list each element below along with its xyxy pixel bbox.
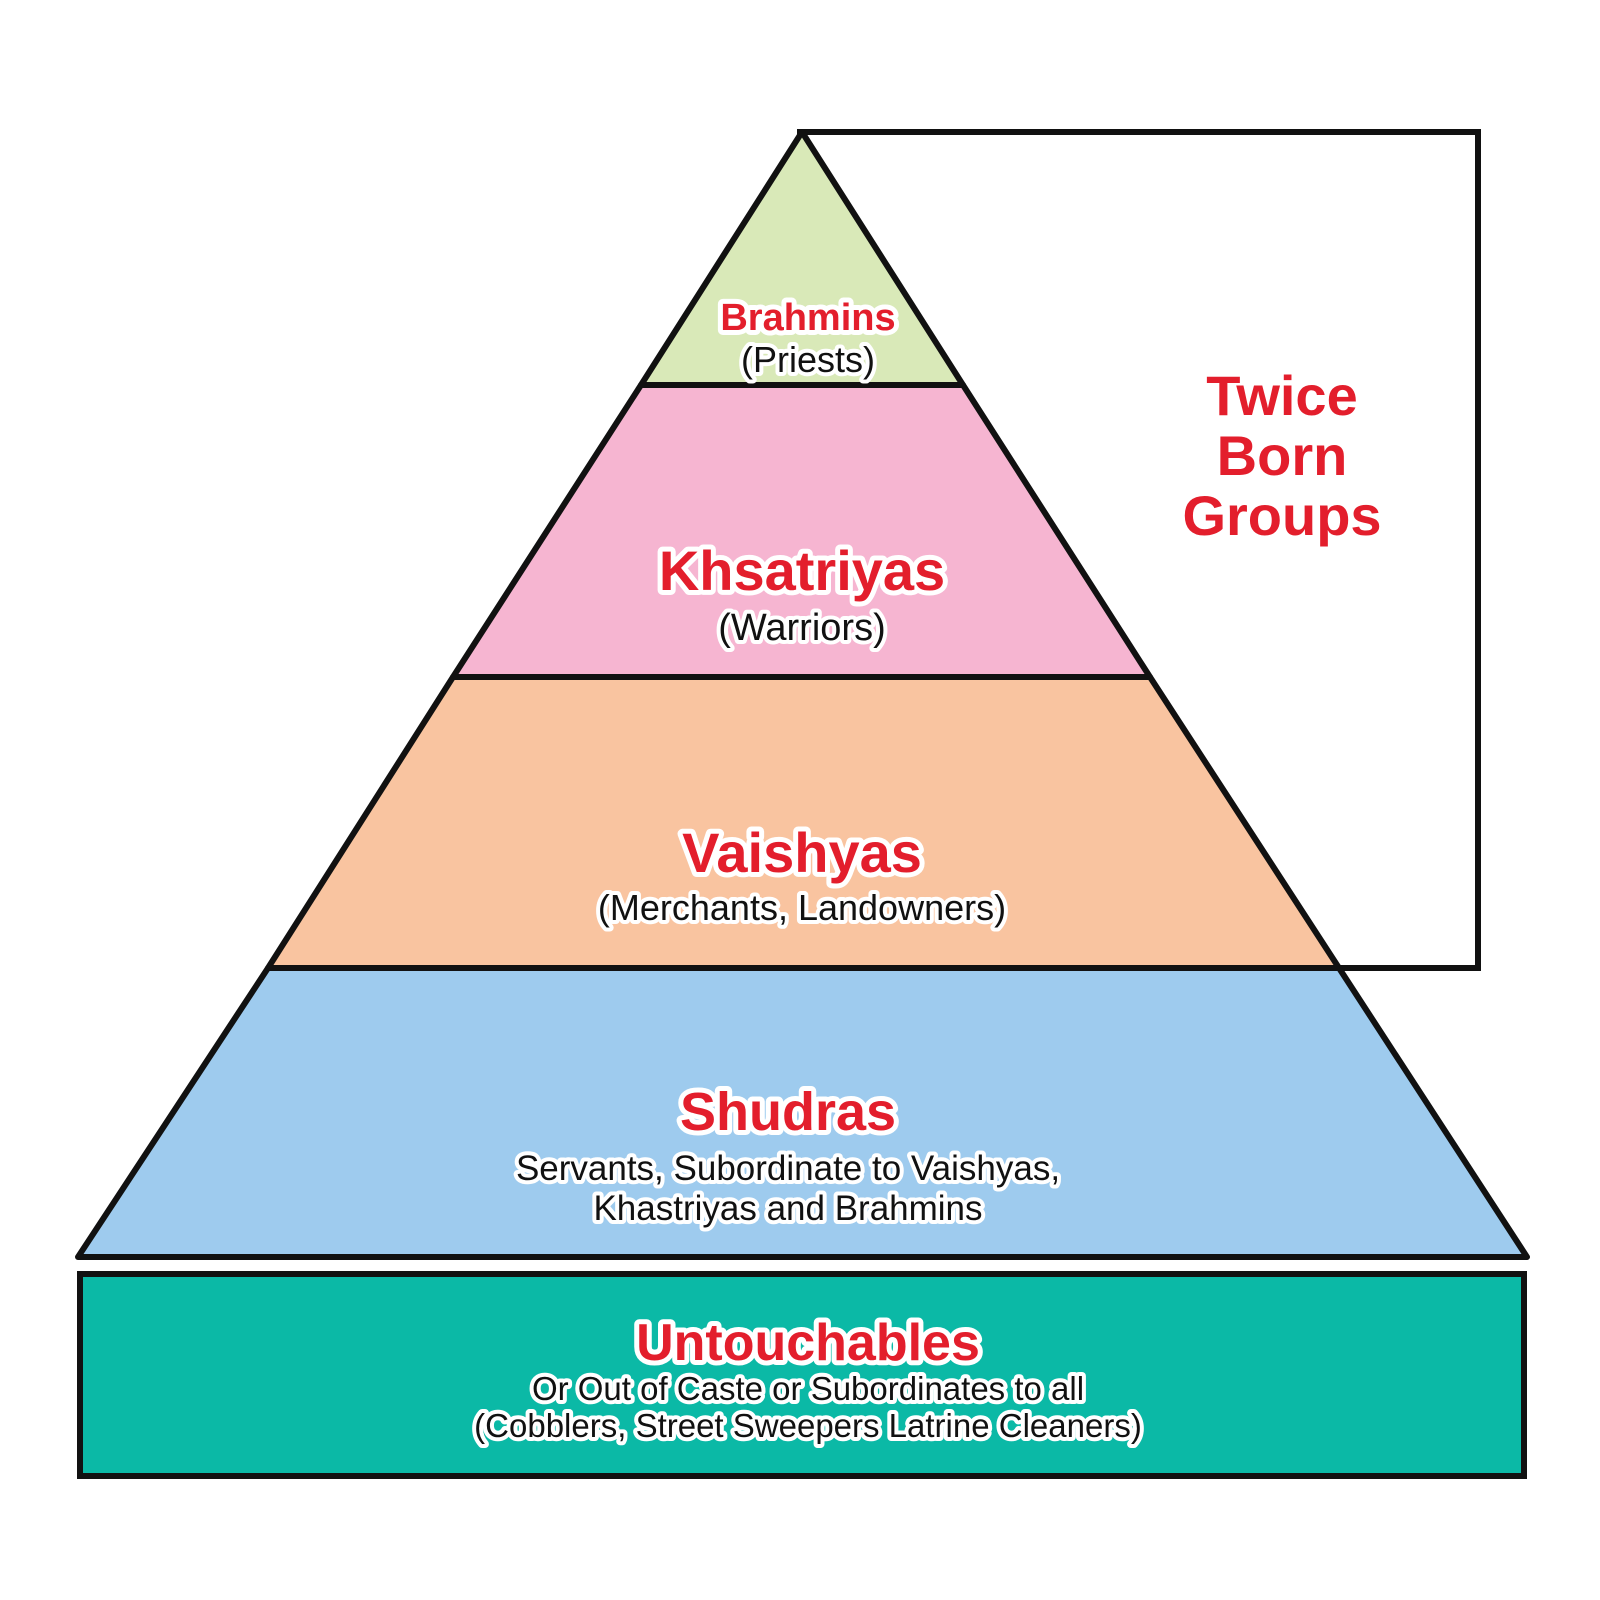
tier-brahmins-desc: (Priests) — [741, 339, 875, 380]
untouchables-desc-line-1: Or Out of Caste or Subordinates to all — [532, 1370, 1084, 1407]
twice-born-label-line-2: Born — [1217, 424, 1348, 487]
tier-vaishyas-desc: (Merchants, Landowners) — [598, 887, 1006, 928]
untouchables-desc-line-2: (Cobblers, Street Sweepers Latrine Clean… — [474, 1407, 1142, 1444]
tier-brahmins-title: Brahmins — [720, 297, 895, 339]
tier-shudras-desc-line-2: Khastriyas and Brahmins — [593, 1189, 982, 1228]
tier-shudras-desc-line-1: Servants, Subordinate to Vaishyas, — [516, 1149, 1060, 1188]
untouchables-base-shape — [77, 1271, 1527, 1479]
tier-shudras-title: Shudras — [680, 1082, 896, 1142]
untouchables-title: Untouchables — [636, 1314, 980, 1372]
twice-born-label-line-1: Twice — [1206, 364, 1357, 427]
tier-khsatriyas-title: Khsatriyas — [659, 539, 945, 602]
tier-khsatriyas-desc: (Warriors) — [718, 607, 885, 649]
tier-shudras-shape — [75, 965, 1530, 1260]
twice-born-label-line-3: Groups — [1182, 484, 1381, 547]
tier-vaishyas-title: Vaishyas — [682, 821, 922, 884]
